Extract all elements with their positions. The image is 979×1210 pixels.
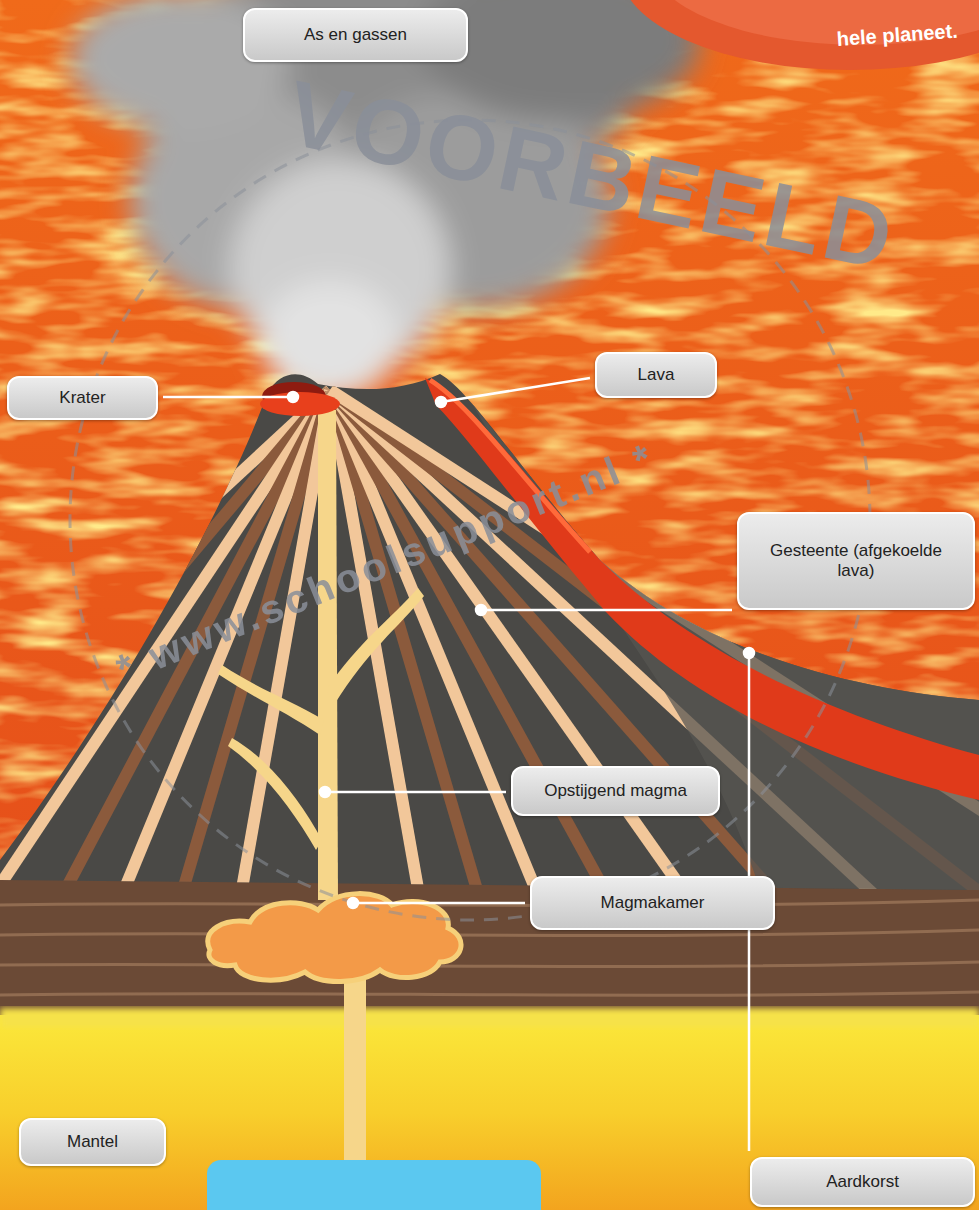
label-box: As en gassen [243,8,468,62]
label-text: Aardkorst [816,1168,909,1196]
label-box: Opstijgend magma [511,766,720,816]
label-box: Aardkorst [750,1157,975,1207]
label-box: Mantel [19,1118,166,1166]
label-box: Krater [7,376,158,420]
label-box: Gesteente (afgekoelde lava) [737,512,975,610]
label-text: Mantel [57,1128,128,1156]
label-text: Magmakamer [591,889,715,917]
label-text: Opstijgend magma [534,777,697,805]
label-text: Gesteente (afgekoelde lava) [751,537,961,586]
label-box: Magmakamer [530,876,775,930]
label-text: Krater [49,384,115,412]
label-box: Lava [595,352,717,398]
label-text: As en gassen [294,21,417,49]
label-text: Lava [628,361,685,389]
